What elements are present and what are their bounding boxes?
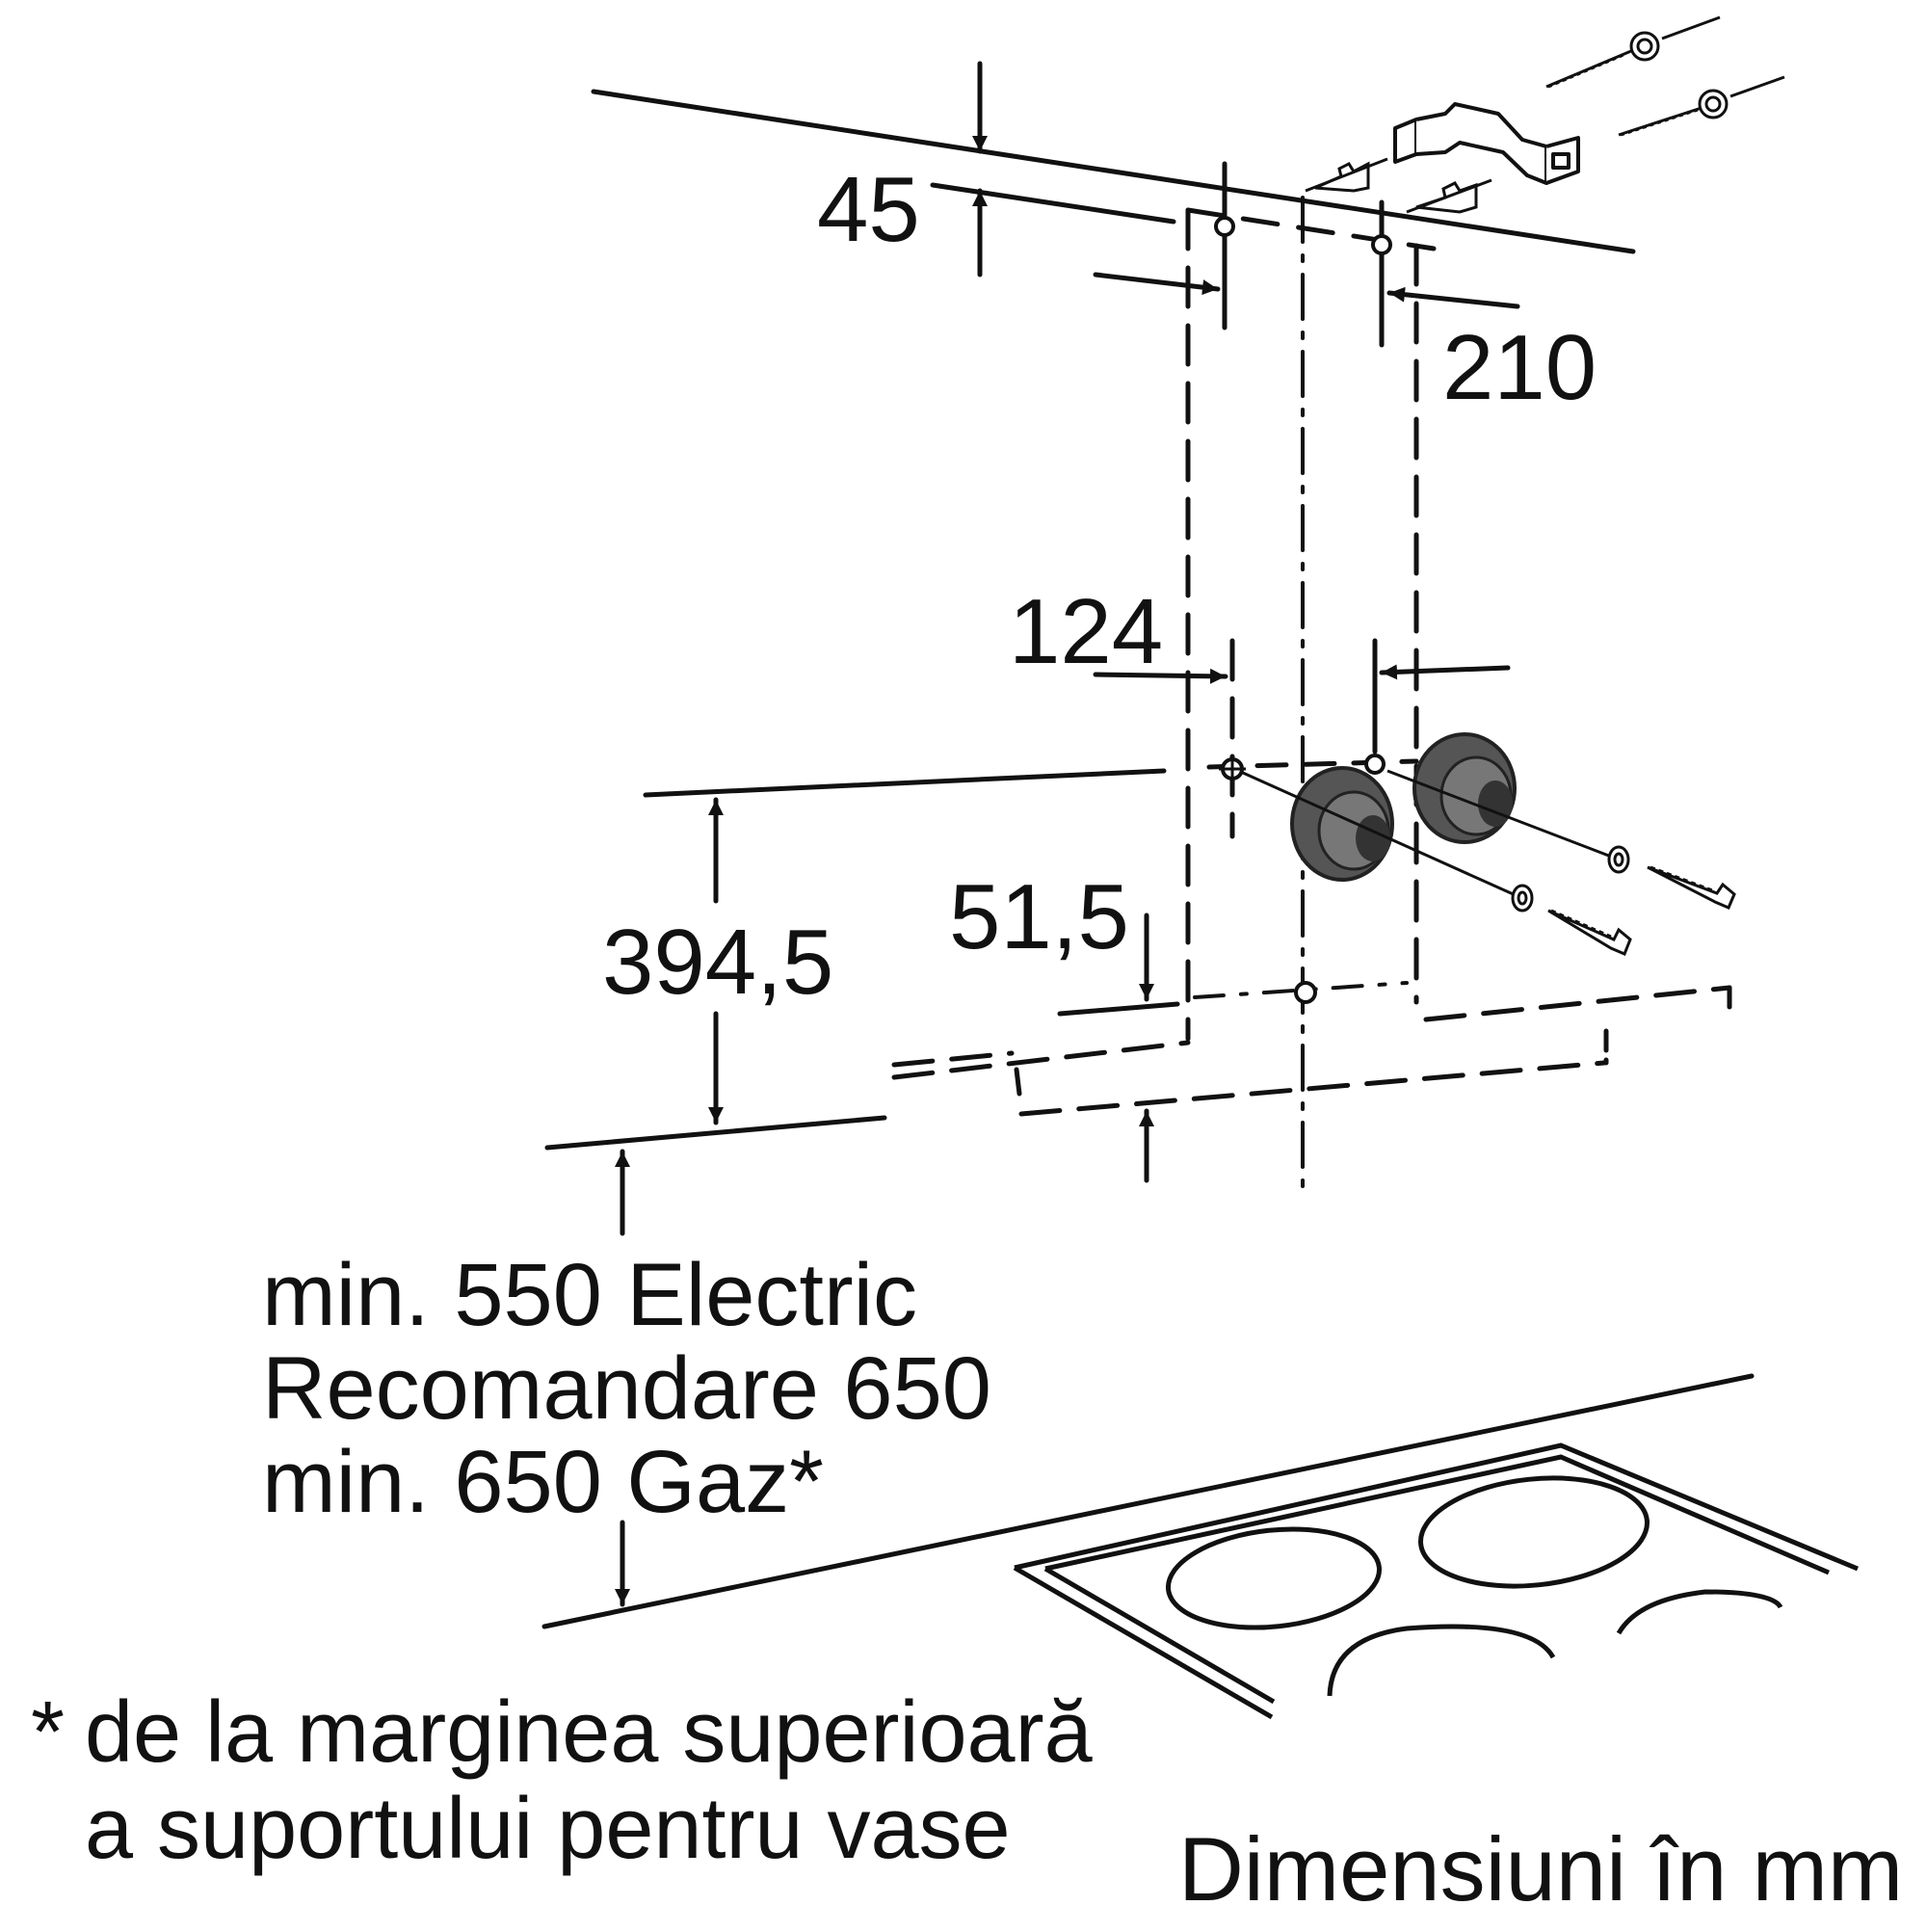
hood-upper-right-dashed: [1423, 985, 1732, 1022]
dimension-51-5: 51,5: [949, 865, 1129, 968]
dimension-45: 45: [817, 158, 920, 261]
dim-210-left-arrow: [1093, 272, 1221, 296]
clearance-electric: min. 550 Electric: [262, 1246, 918, 1344]
bolt-icon: [1547, 865, 1736, 956]
hole-mid-right: [1364, 754, 1386, 775]
dim-210-right-arrow: [1386, 286, 1520, 309]
dimension-124: 124: [1009, 580, 1164, 683]
lower-plug-left-icon: [1290, 766, 1394, 882]
hood-upper-left-dashed-2: [891, 1050, 1015, 1068]
washer-icon: [1511, 845, 1630, 913]
lower-plug-right-icon: [1412, 732, 1517, 844]
ceiling-line: [591, 89, 1636, 254]
dim-124-right-arrow: [1379, 664, 1511, 680]
clearance-recommended: Recomandare 650: [262, 1339, 991, 1438]
footnote-line-2: a suportului pentru vase: [85, 1781, 1011, 1877]
hole-top-right: [1371, 234, 1392, 255]
hood-upper-left-dashed: [891, 1040, 1191, 1080]
footnote-marker: *: [31, 1684, 66, 1781]
dim-45-extension: [930, 182, 1176, 225]
mid-reference-line: [643, 768, 1167, 798]
hob-icon: [1013, 1442, 1859, 1720]
units-label: Dimensiuni în mm: [1178, 1818, 1904, 1919]
hob-surface-line: [541, 1373, 1755, 1629]
lower-reference-line: [544, 1115, 887, 1151]
wall-plug-icon: [1305, 157, 1492, 214]
dim-124-left-arrow: [1093, 668, 1228, 684]
dim-51-extension: [1057, 1001, 1180, 1017]
dimension-394-5: 394,5: [602, 911, 834, 1014]
hole-top-left: [1214, 216, 1235, 237]
dimension-210: 210: [1442, 316, 1597, 419]
screw-icon: [1545, 15, 1785, 137]
footnote-line-1: de la marginea superioară: [85, 1684, 1093, 1781]
clearance-gas: min. 650 Gaz*: [262, 1433, 824, 1531]
top-bracket-icon: [1393, 102, 1580, 185]
hood-lower-dashed: [1018, 1060, 1607, 1117]
chimney-top-dashed: [1185, 207, 1437, 251]
hood-lower-left-edge: [1014, 1067, 1022, 1097]
hole-bottom-center: [1294, 981, 1317, 1004]
